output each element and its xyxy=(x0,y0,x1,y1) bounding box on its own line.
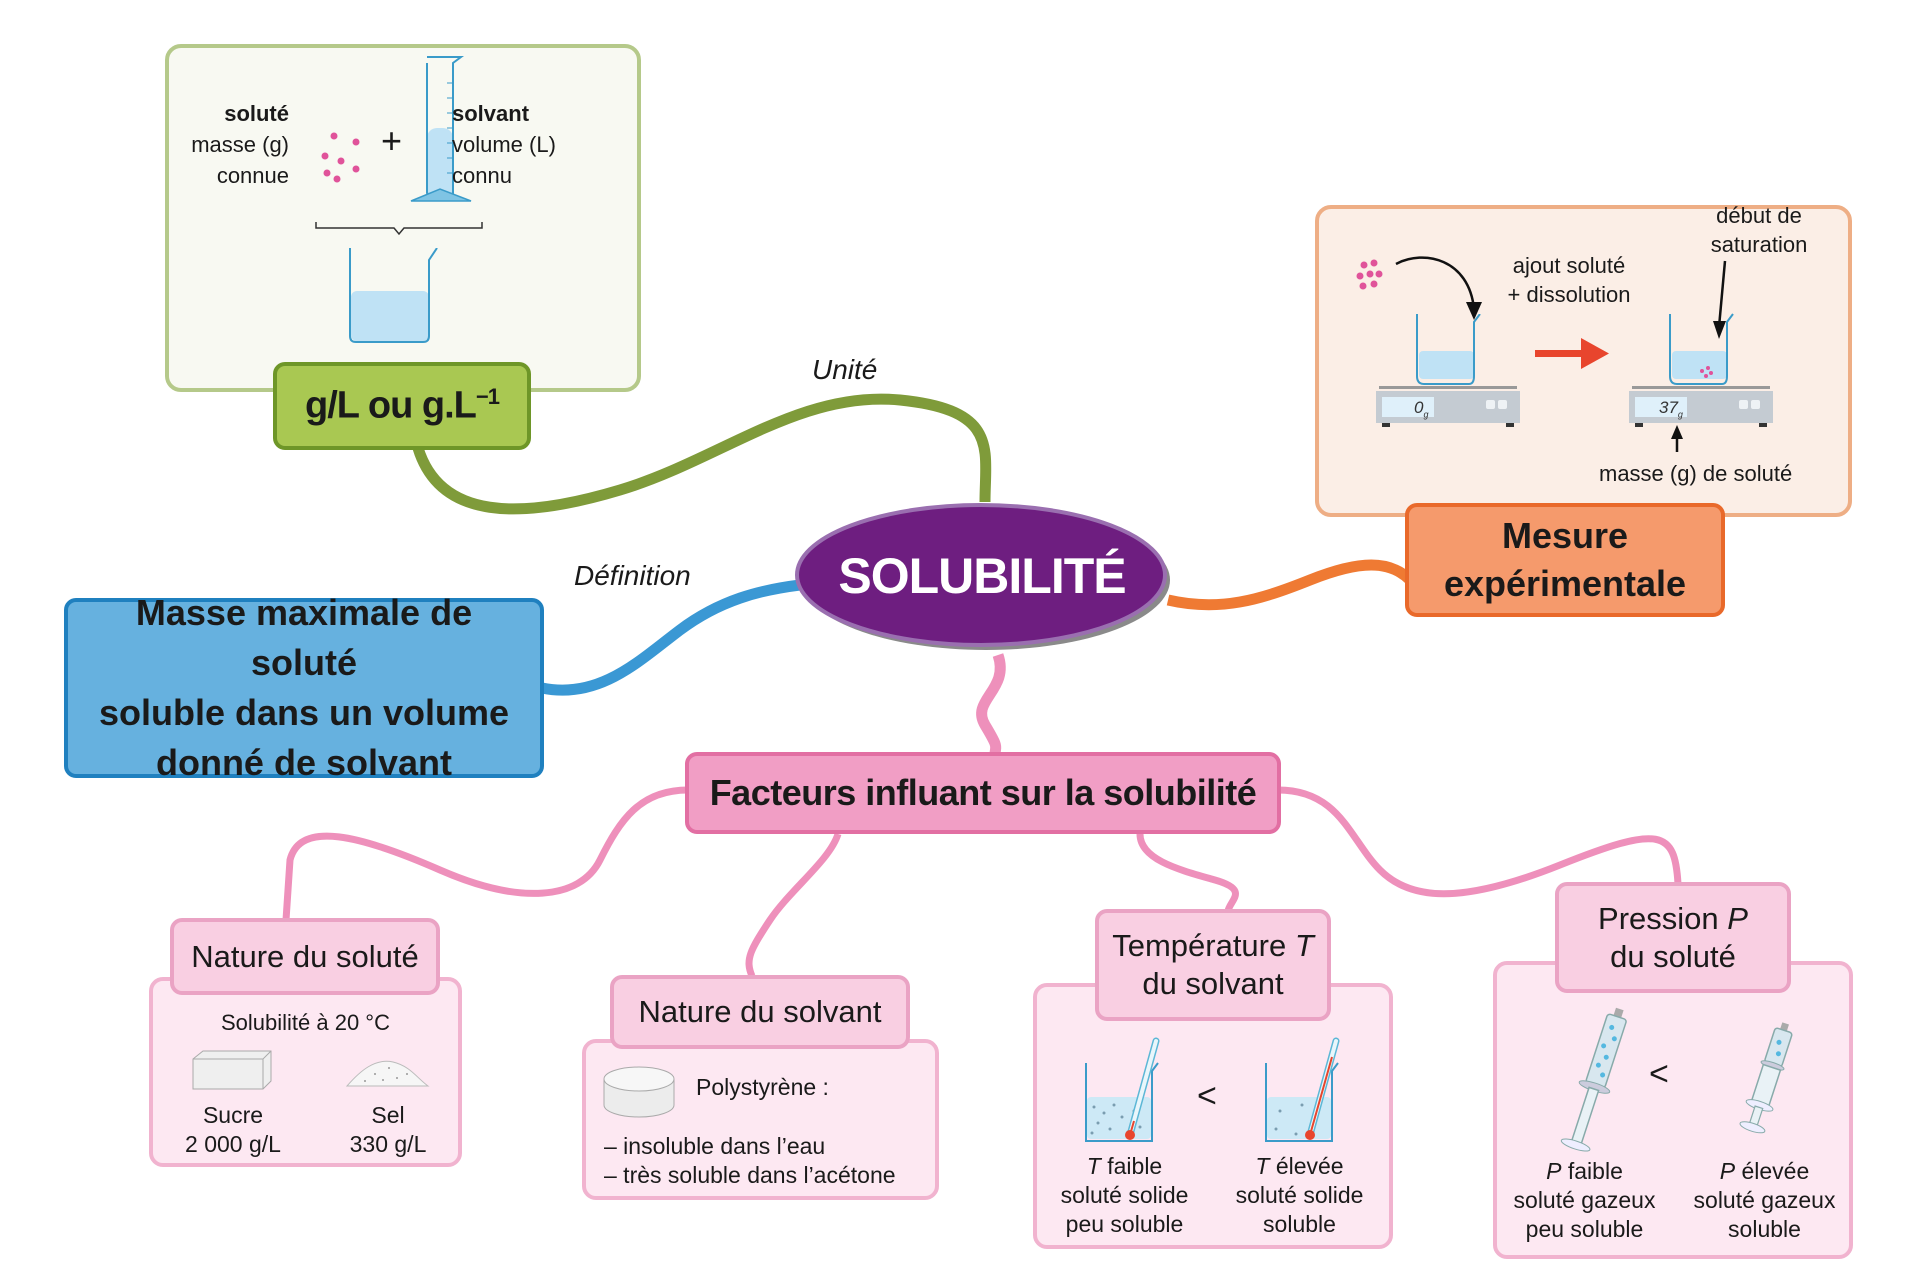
unit-illustration-panel: soluté masse (g) connue + solvant volume… xyxy=(165,44,641,392)
definition-text: Masse maximale de soluté soluble dans un… xyxy=(78,588,530,788)
solute-mass: masse (g) xyxy=(191,132,289,157)
definition-line: soluble dans un volume xyxy=(98,692,510,733)
central-topic-node[interactable]: SOLUBILITÉ xyxy=(792,500,1172,652)
sugar-name: Sucre xyxy=(202,1102,264,1128)
polystyrene-label: Polystyrène : xyxy=(696,1074,829,1100)
syringe-high-pressure-icon xyxy=(1739,1022,1793,1134)
beaker-icon xyxy=(349,248,438,343)
measure-title-line: Mesure xyxy=(1501,515,1629,556)
solvent-title: solvant xyxy=(452,101,530,126)
graduated-cylinder-icon xyxy=(410,56,472,202)
central-topic-label: SOLUBILITÉ xyxy=(838,548,1126,604)
pour-arrow-icon xyxy=(1395,256,1482,320)
solvent-volume: volume (L) xyxy=(452,132,556,157)
definition-node[interactable]: Masse maximale de soluté soluble dans un… xyxy=(64,592,544,783)
measure-title-line: expérimentale xyxy=(1443,563,1687,604)
temperature-title-line2: du solvant xyxy=(1142,966,1284,1001)
central-ellipse xyxy=(795,503,1170,650)
solubility-subtitle: Solubilité à 20 °C xyxy=(220,1010,390,1035)
solute-nature-title: Nature du soluté xyxy=(191,938,419,974)
unit-branch xyxy=(412,393,992,515)
beaker-cold-thermometer-icon xyxy=(1085,1037,1160,1142)
pressure-title-line1: Pression P xyxy=(1598,900,1748,936)
plus-sign: + xyxy=(381,120,403,161)
brace-icon xyxy=(315,222,483,236)
solute-known: connue xyxy=(216,163,289,188)
factors-node[interactable]: Facteurs influant sur la solubilité xyxy=(685,752,1281,834)
unit-branch-label: Unité xyxy=(812,354,878,385)
solvent-fact: – très soluble dans l’acétone xyxy=(604,1162,896,1188)
pressure-branch xyxy=(1277,786,1682,898)
sugar-item: Sucre 2 000 g/L xyxy=(173,1101,293,1159)
pressure-less-than: < xyxy=(1649,1055,1669,1093)
solvent-description: solvant volume (L) connu xyxy=(452,98,556,191)
temperature-panel: < T faible soluté solide peu soluble T é… xyxy=(1033,983,1393,1249)
temperature-high-caption: T élevée soluté solide soluble xyxy=(1235,1153,1364,1237)
balance-empty-icon xyxy=(1376,314,1520,427)
solvent-facts: – insoluble dans l’eau – très soluble da… xyxy=(604,1132,896,1190)
pressure-node[interactable]: Pression P du soluté xyxy=(1555,882,1791,993)
syringe-low-pressure-icon xyxy=(1560,1007,1627,1152)
balance-saturated-icon xyxy=(1629,260,1773,452)
measure-node[interactable]: Mesure expérimentale xyxy=(1405,503,1725,617)
beaker-hot-thermometer-icon xyxy=(1265,1037,1340,1142)
unit-node[interactable]: g/L ou g.L−1 xyxy=(273,362,531,450)
salt-item: Sel 330 g/L xyxy=(328,1101,448,1159)
sugar-value: 2 000 g/L xyxy=(185,1131,281,1157)
salt-name: Sel xyxy=(371,1102,405,1128)
salt-value: 330 g/L xyxy=(349,1131,427,1157)
balance-display-1: 0g xyxy=(1414,398,1429,420)
solute-nature-panel: Solubilité à 20 °C Sucre 2 000 g/L Sel 3… xyxy=(149,977,462,1167)
factors-title: Facteurs influant sur la solubilité xyxy=(709,772,1257,813)
definition-branch-label: Définition xyxy=(574,560,691,591)
pressure-high-caption: P élevée soluté gazeux soluble xyxy=(1693,1158,1836,1242)
solvent-nature-panel: Polystyrène : – insoluble dans l’eau – t… xyxy=(582,1039,939,1200)
pressure-low-caption: P faible soluté gazeux peu soluble xyxy=(1513,1158,1656,1242)
pressure-panel: < P faible soluté gazeux peu soluble P é… xyxy=(1493,961,1853,1259)
solute-title: soluté xyxy=(224,101,289,126)
solute-particles-icon xyxy=(1356,259,1383,290)
solvent-nature-node[interactable]: Nature du solvant xyxy=(610,975,910,1049)
solute-particles-icon xyxy=(321,132,360,183)
mass-label: masse (g) de soluté xyxy=(1599,461,1793,486)
temperature-title-line1: Température T xyxy=(1112,928,1314,963)
solute-description: soluté masse (g) connue xyxy=(169,98,289,191)
solvent-nature-branch xyxy=(745,832,842,978)
step1-label: ajout soluté+ dissolution xyxy=(1507,253,1631,307)
transformation-arrow-icon xyxy=(1535,338,1609,369)
temperature-node[interactable]: Température T du solvant xyxy=(1095,909,1331,1021)
solute-nature-node[interactable]: Nature du soluté xyxy=(170,918,440,995)
balance-display-2: 37g xyxy=(1659,398,1683,420)
solvent-known: connu xyxy=(452,163,512,188)
definition-line: Masse maximale de soluté xyxy=(135,592,473,683)
unit-value: g/L ou g.L−1 xyxy=(305,384,500,427)
factors-branch xyxy=(976,653,1006,756)
solute-nature-branch xyxy=(282,786,689,921)
salt-pile-icon xyxy=(345,1060,430,1087)
polystyrene-block-icon xyxy=(603,1066,675,1118)
pressure-title-line2: du soluté xyxy=(1610,938,1736,974)
definition-branch xyxy=(540,579,801,696)
temperature-less-than: < xyxy=(1197,1077,1217,1115)
temperature-branch xyxy=(1136,833,1239,913)
temperature-low-caption: T faible soluté solide peu soluble xyxy=(1060,1153,1189,1237)
sugar-cube-icon xyxy=(192,1050,272,1090)
solvent-nature-title: Nature du solvant xyxy=(638,994,882,1029)
definition-line: donné de solvant xyxy=(155,742,453,783)
solvent-fact: – insoluble dans l’eau xyxy=(604,1133,826,1159)
measure-branch xyxy=(1166,559,1414,611)
